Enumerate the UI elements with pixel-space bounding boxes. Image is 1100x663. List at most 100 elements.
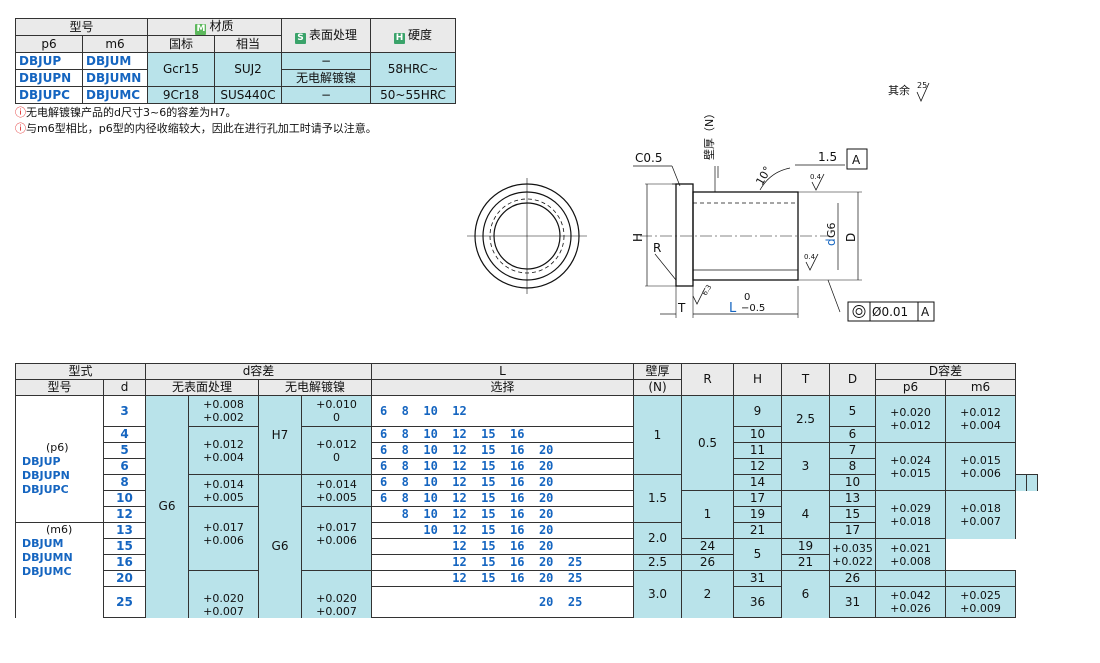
header-p6: p6 <box>15 35 83 53</box>
header-dtol: d容差 <box>145 363 372 380</box>
header-wall: 壁厚 <box>633 363 682 380</box>
wall-value: 2.5 <box>633 554 682 571</box>
R-value: 2 <box>681 570 734 618</box>
header-T: T <box>781 363 830 396</box>
Dtol-m6: +0.018+0.007 <box>945 490 1016 539</box>
D-value: 17 <box>829 522 876 539</box>
d-value: 4 <box>103 426 146 443</box>
D-value: 19 <box>781 538 830 555</box>
H-value: 12 <box>733 458 782 475</box>
D-value: 21 <box>781 554 830 571</box>
R-value: 1 <box>681 490 734 539</box>
model-p6: DBJUP <box>15 52 83 70</box>
d-label: d <box>824 238 838 246</box>
H-value: 36 <box>733 586 782 618</box>
L-label: L <box>729 301 737 316</box>
H-value: 19 <box>733 506 782 523</box>
header-gb: 国标 <box>147 35 215 53</box>
Dtol-p6: +0.042+0.026 <box>875 586 946 618</box>
L-tol-upper: 0 <box>744 292 750 303</box>
H-value: 26 <box>681 554 734 571</box>
wall-value: 1.5 <box>633 474 682 523</box>
d-value: 5 <box>103 442 146 459</box>
T-value: 2.5 <box>781 395 830 443</box>
material-equiv: SUS440C <box>214 86 282 104</box>
warning-icon: ⓘ <box>15 122 26 135</box>
d-value: 25 <box>103 586 146 618</box>
d-value: 6 <box>103 458 146 475</box>
model-p6: DBJUPC <box>15 86 83 104</box>
rest-value: 25 <box>917 81 927 90</box>
wall-value: 1 <box>633 395 682 475</box>
D-value: 15 <box>829 506 876 523</box>
d-value: 16 <box>103 554 146 571</box>
d-value: 12 <box>103 506 146 523</box>
Dtol-p6: +0.024+0.015 <box>875 442 946 491</box>
header-L: L <box>371 363 634 380</box>
Dtol-m6-blank <box>1026 474 1038 491</box>
dtol-nickel: +0.017+0.006 <box>301 506 372 571</box>
L-options: 6 8 10 12 15 16 <box>371 426 634 443</box>
L-options: 6 8 10 12 15 16 20 <box>371 442 634 459</box>
Dtol-m6-blank <box>945 570 1016 587</box>
header-d: d <box>103 379 146 396</box>
T-value: 4 <box>781 490 830 539</box>
wall-value: 3.0 <box>633 570 682 618</box>
dtol-nosurf: +0.014+0.005 <box>188 474 259 507</box>
dtol-nickel: +0.014+0.005 <box>301 474 372 507</box>
D-value: 7 <box>829 442 876 459</box>
note-1: ⓘ无电解镀镍产品的d尺寸3~6的容差为H7。 <box>15 106 237 119</box>
material-gb: 9Cr18 <box>147 86 215 104</box>
chamfer-label: C0.5 <box>635 151 662 165</box>
dtol-nickel: +0.020+0.007 <box>301 570 372 618</box>
model-m6: DBJUM <box>82 52 148 70</box>
L-options: 6 8 10 12 <box>371 395 634 427</box>
header-H: H <box>733 363 782 396</box>
material-badge-icon: M <box>195 24 207 35</box>
D-value: 31 <box>829 586 876 618</box>
header-Dtol: D容差 <box>875 363 1016 380</box>
surface-value: − <box>281 86 371 104</box>
dtol-nosurf: +0.012+0.004 <box>188 426 259 475</box>
front-view <box>467 178 587 294</box>
D-value: 26 <box>829 570 876 587</box>
D-value: 5 <box>829 395 876 427</box>
H-value: 21 <box>733 522 782 539</box>
g6-nickel: G6 <box>258 474 302 618</box>
L-options: 6 8 10 12 15 16 20 <box>371 458 634 475</box>
d-value: 20 <box>103 570 146 587</box>
d-value: 10 <box>103 490 146 507</box>
rest-label: 其余 <box>888 83 910 97</box>
d-value: 3 <box>103 395 146 427</box>
Dtol-m6: +0.015+0.006 <box>945 442 1016 491</box>
coaxiality-datum: A <box>921 305 930 319</box>
D-label: D <box>844 233 858 242</box>
header-D: D <box>829 363 876 396</box>
roughness-04: 0.4 <box>810 173 822 181</box>
material-gb: Gcr15 <box>147 52 215 87</box>
H-value: 17 <box>733 490 782 507</box>
warning-icon: ⓘ <box>15 106 26 119</box>
header-m6: m6 <box>945 379 1016 396</box>
g6-nosurf: G6 <box>145 395 189 618</box>
T-label: T <box>677 301 686 315</box>
model-group-m6: (m6) DBJUM DBJUMN DBJUMC <box>15 522 104 618</box>
R-label: R <box>653 241 661 255</box>
Dtol-m6: +0.025+0.009 <box>945 586 1016 618</box>
h7-nickel: H7 <box>258 395 302 475</box>
header-model: 型号 <box>15 379 104 396</box>
header-wall-n: (N) <box>633 379 682 396</box>
H-value: 31 <box>733 570 782 587</box>
header-R: R <box>681 363 734 396</box>
dtol-nosurf: +0.008+0.002 <box>188 395 259 427</box>
H-value: 10 <box>733 426 782 443</box>
hardness-value: 58HRC~ <box>370 52 456 87</box>
Dtol-m6: +0.012+0.004 <box>945 395 1016 443</box>
D-value: 10 <box>829 474 876 491</box>
L-options: 12 15 16 20 25 <box>371 554 634 571</box>
